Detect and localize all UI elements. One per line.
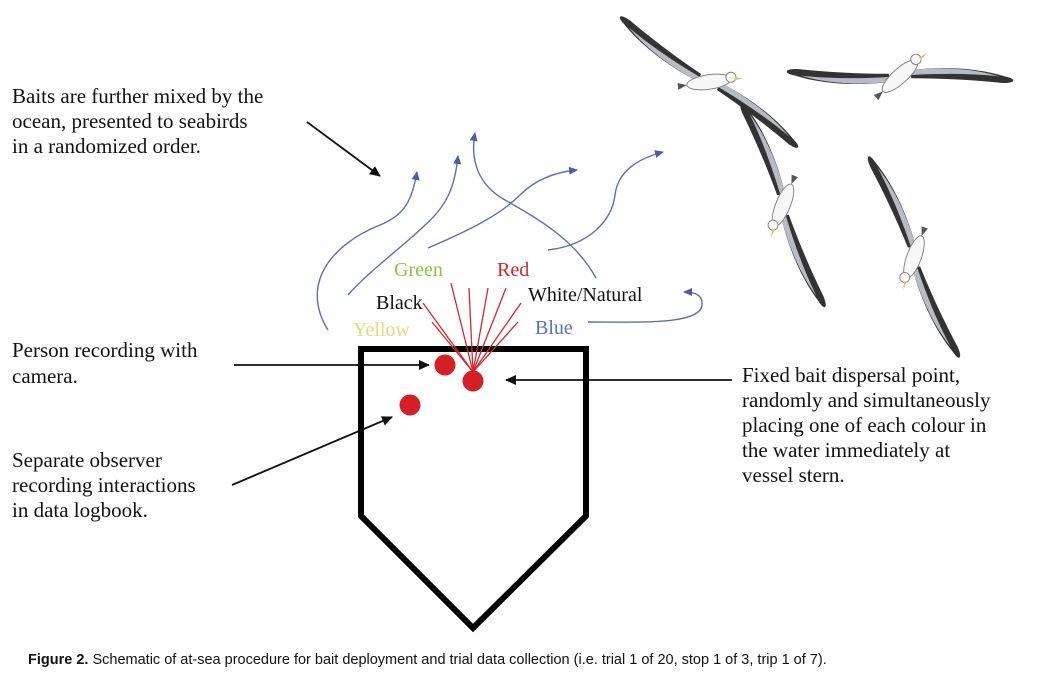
figure-caption-label: Figure 2. (28, 652, 89, 668)
dispersal-point-marker-icon (462, 370, 484, 392)
person-marker-icon (434, 354, 456, 376)
arrow-observer (231, 416, 393, 486)
bait-label-blue: Blue (535, 317, 573, 339)
bait-label-yellow: Yellow (353, 319, 410, 341)
albatross-icon (785, 0, 1015, 191)
vessel-outline (358, 346, 589, 633)
bait-label-green: Green (394, 259, 443, 281)
albatross-icon (619, 0, 799, 171)
arrow-mix (306, 121, 381, 177)
albatross-icon (813, 155, 1015, 359)
bait-dispersal-lines (422, 282, 522, 373)
annotation-camera: Person recording with camera. (12, 338, 203, 388)
observer-marker-icon (399, 394, 421, 416)
bait-label-black: Black (376, 292, 423, 314)
bait-drift-arrows (316, 132, 703, 331)
annotation-mix: Baits are further mixed by the ocean, pr… (12, 84, 269, 158)
figure-caption: Figure 2. Schematic of at-sea procedure … (28, 652, 1028, 668)
annotation-dispersal: Fixed bait dispersal point, randomly and… (742, 363, 996, 487)
bait-label-red: Red (497, 259, 529, 281)
bait-label-white-natural: White/Natural (528, 284, 643, 306)
figure-caption-text: Schematic of at-sea procedure for bait d… (92, 652, 827, 668)
annotation-observer: Separate observer recording interactions… (12, 448, 201, 522)
